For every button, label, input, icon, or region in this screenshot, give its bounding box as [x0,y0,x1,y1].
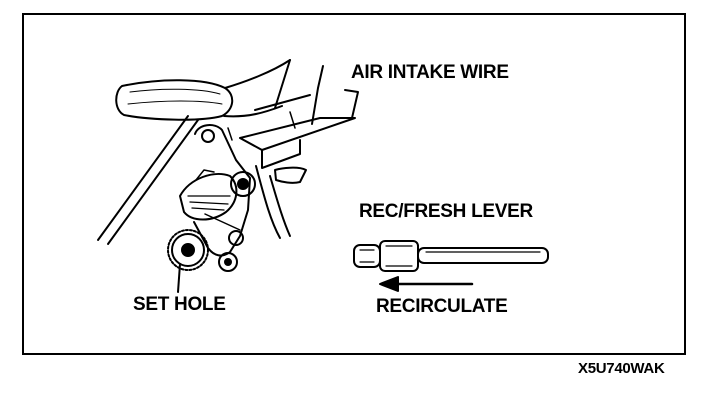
rec-fresh-lever-label: REC/FRESH LEVER [359,201,533,222]
recirculate-label: RECIRCULATE [376,296,508,317]
air-intake-wire [239,59,359,239]
diagram-frame [22,13,686,355]
set-hole-label: SET HOLE [133,294,226,315]
gear-actuator [167,169,256,272]
rods [97,115,199,245]
figure-code: X5U740WAK [578,360,665,377]
rec-fresh-lever [353,240,549,272]
set-hole-leader [177,263,181,293]
bracket-plate [193,124,251,257]
duct-housing [115,59,291,121]
recirculate-arrow [379,276,474,292]
air-intake-wire-label: AIR INTAKE WIRE [351,62,509,83]
